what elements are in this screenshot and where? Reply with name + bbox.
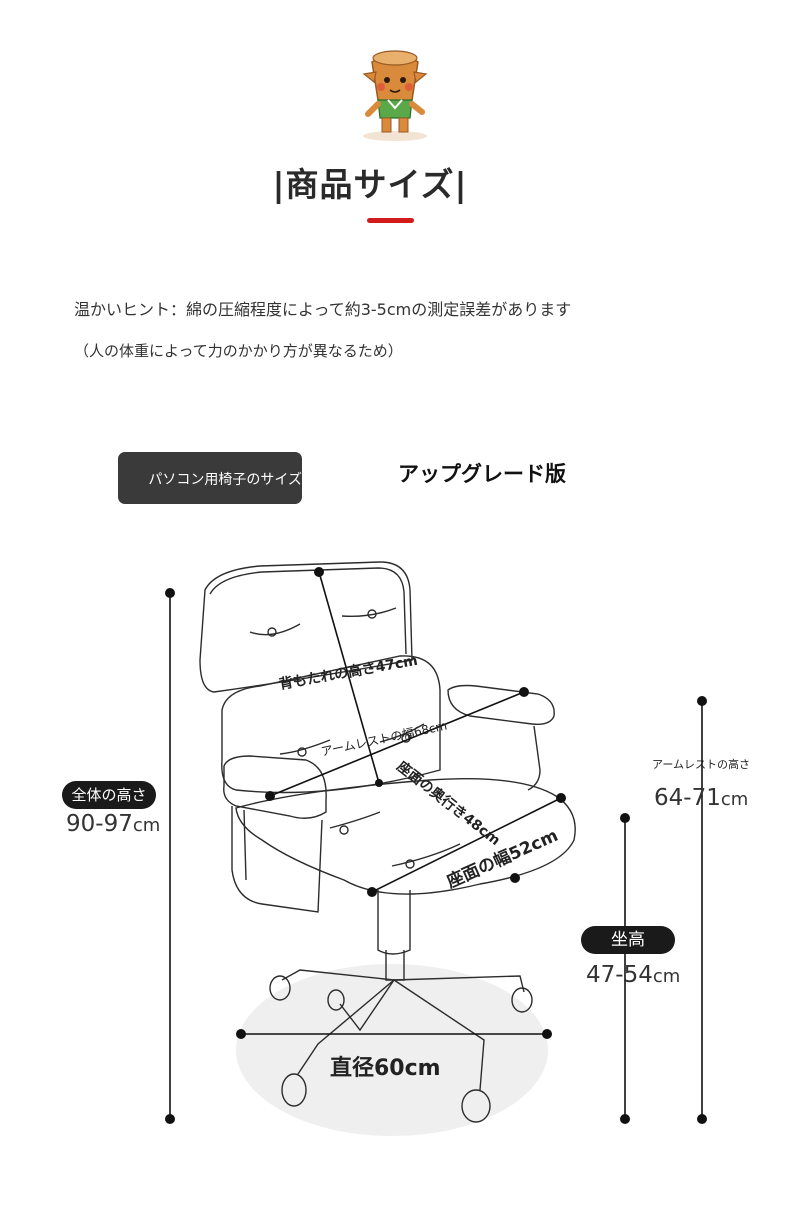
armrest-height-value: 64-71cm — [654, 785, 749, 811]
chair-dimension-diagram: 背もたれの高さ47cm アームレストの幅68cm 座面の奥行き48cm 座面の幅… — [165, 561, 707, 1136]
page-title: |商品サイズ| — [272, 165, 468, 204]
armrest-width-label: アームレストの幅68cm — [320, 718, 449, 759]
seat-height-value: 47-54cm — [586, 962, 681, 988]
backrest-height-label: 背もたれの高さ47cm — [278, 652, 419, 693]
tab-pc-chair-label: パソコン用椅子のサイズ — [148, 472, 302, 488]
hint-subtext: （人の体重によって力のかかり方が異なるため） — [74, 342, 403, 360]
chair-outline — [199, 561, 576, 1123]
mascot-icon — [350, 42, 440, 142]
title-underline — [367, 218, 414, 223]
measurement-lines — [169, 571, 703, 1119]
seat-height-badge: 坐高 — [581, 926, 675, 954]
measurement-dots — [165, 567, 707, 1124]
tab-upgrade-version[interactable]: アップグレード版 — [398, 462, 566, 486]
diameter-label: 直径60cm — [330, 1055, 441, 1081]
total-height-value: 90-97cm — [66, 811, 161, 837]
seat-depth-label: 座面の奥行き48cm — [394, 758, 504, 849]
floor-shadow — [236, 964, 548, 1136]
total-height-badge: 全体の高さ — [62, 781, 156, 809]
tab-pc-chair-size[interactable]: パソコン用椅子のサイズ — [118, 452, 302, 504]
armrest-height-label: アームレストの高さ — [652, 758, 751, 771]
hint-text: 温かいヒント：綿の圧縮程度によって約3-5cmの測定誤差があります — [74, 300, 572, 319]
